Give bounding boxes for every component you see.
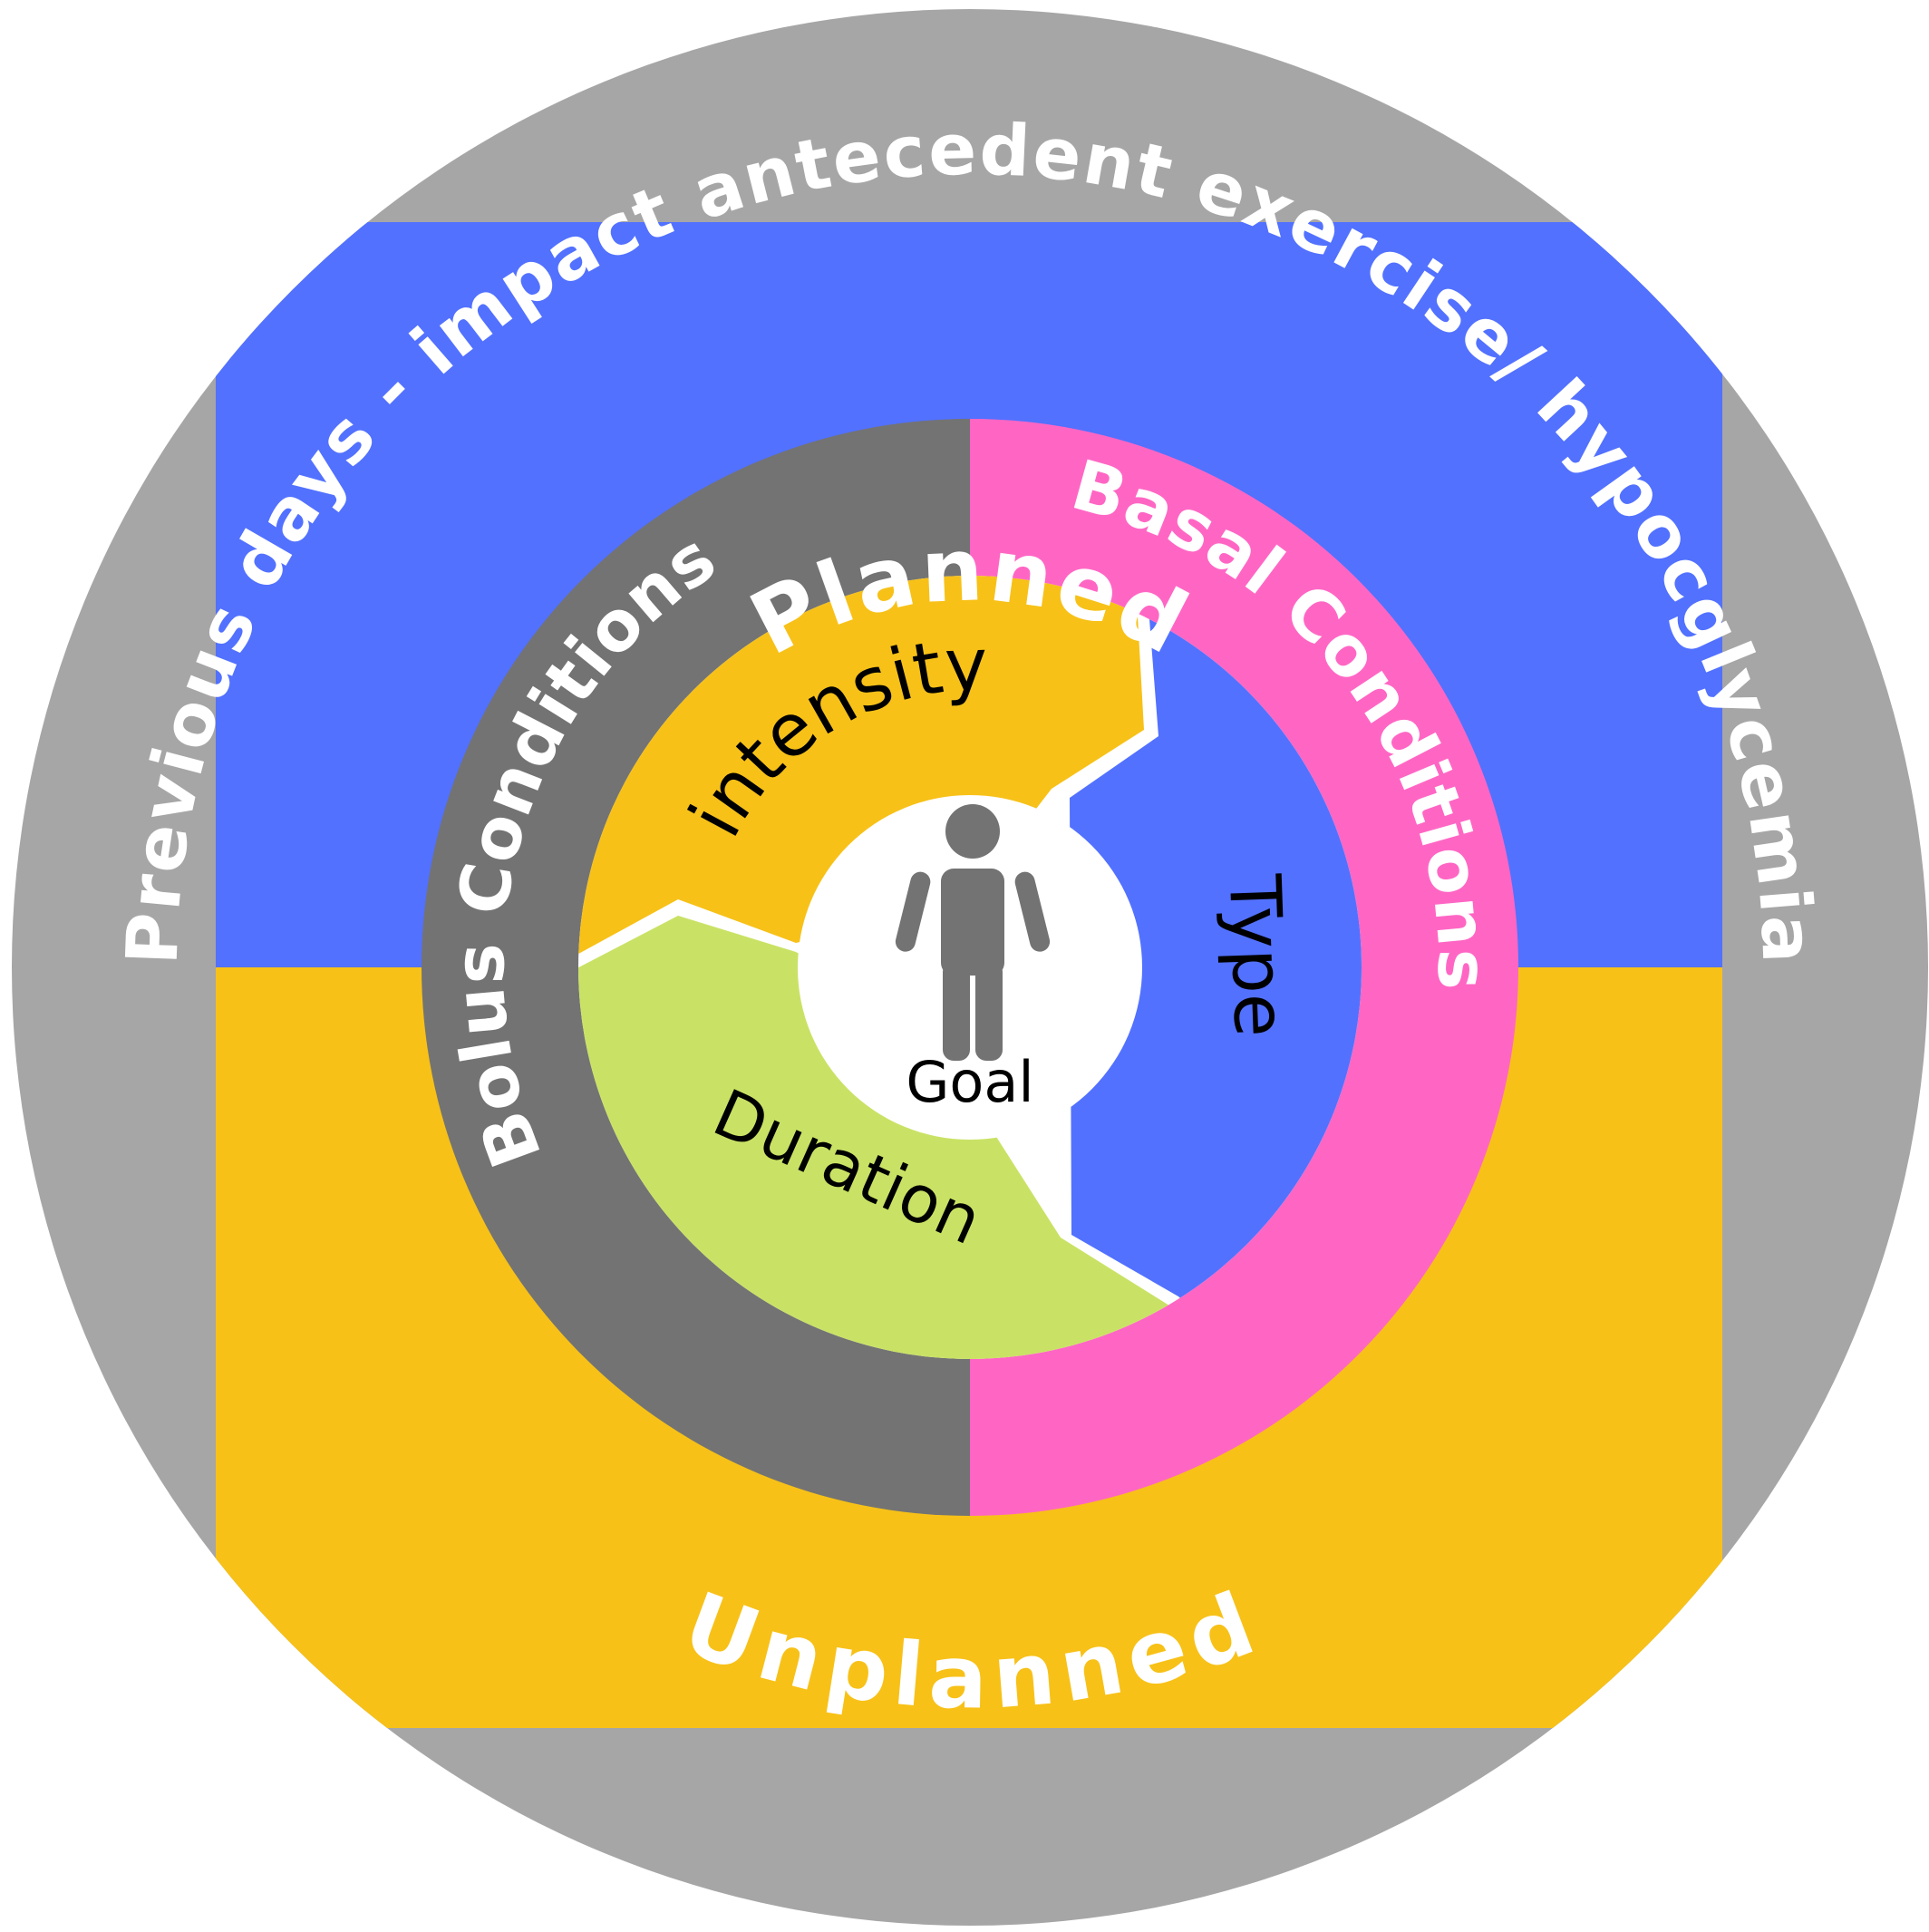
person-icon [895,804,1051,1061]
goal-label: Goal [906,1049,1033,1115]
type-label: Type [1213,872,1300,1038]
